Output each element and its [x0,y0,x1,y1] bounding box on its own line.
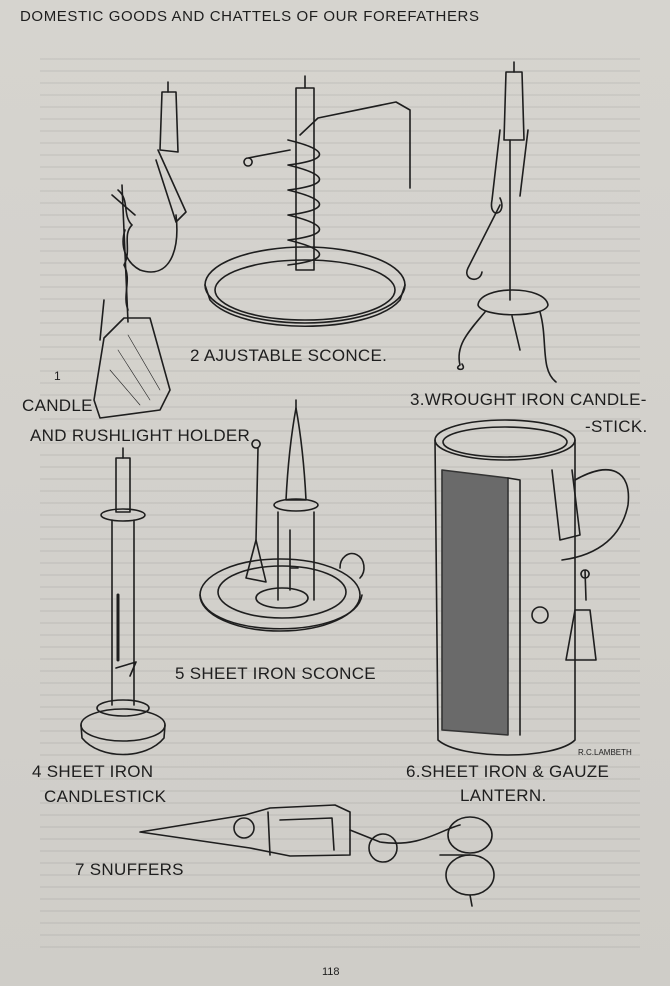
artist-signature: R.C.LAMBETH [578,748,632,757]
figure-6-caption-line2: LANTERN. [460,786,547,805]
figure-6-lantern [434,419,630,756]
figure-5-caption: 5 SHEET IRON SCONCE [175,664,376,683]
figure-5-sheet-iron-sconce [199,399,365,632]
figure-4-sheet-iron-candlestick [80,447,166,756]
figure-6-caption-line1: 6.SHEET IRON & GAUZE [406,762,610,781]
running-title: DOMESTIC GOODS AND CHATTELS OF OUR FOREF… [20,8,480,25]
figure-1-caption-line1: CANDLE [22,396,93,415]
figure-4-caption-line2: CANDLESTICK [44,787,167,806]
figure-2-caption: 2 AJUSTABLE SCONCE. [190,346,388,365]
page-number: 118 [322,966,340,978]
figure-7-caption: 7 SNUFFERS [75,860,184,879]
figure-1-rushlight-holder [93,81,187,419]
figure-1-number: 1 [54,369,61,383]
figure-7-snuffers [139,804,495,907]
figure-1-caption-line2: AND RUSHLIGHT HOLDER [30,426,251,445]
figure-3-wrought-iron-candlestick [456,61,557,383]
figure-4-caption-line1: 4 SHEET IRON [32,762,154,781]
show-through-text [40,48,640,948]
figure-3-caption-line1: 3.WROUGHT IRON CANDLE- [410,390,647,409]
figure-3-caption-line2: -STICK. [585,417,648,436]
figure-2-adjustable-sconce [204,75,411,327]
